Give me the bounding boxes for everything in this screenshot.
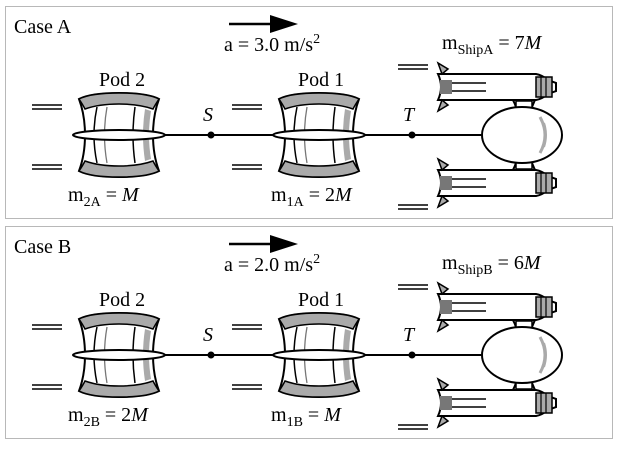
t-label: T [403,104,415,126]
pod-1-mass-label: m1A = 2M [271,184,352,210]
acceleration-arrow-icon [229,15,298,33]
case-a-panel: Case A a = 3.0 m/s2 mShipA = 7M Pod 2 Po… [5,6,613,219]
pod-2-label: Pod 2 [99,69,146,91]
case-b-panel: Case B a = 2.0 m/s2 mShipB = 6M Pod 2 Po… [5,226,613,439]
case-title: Case B [14,236,72,258]
case-b-diagram [31,235,614,430]
s-label: S [203,324,213,346]
acceleration-label: a = 2.0 m/s2 [224,252,321,276]
s-label: S [203,104,213,126]
point-t [408,131,416,139]
case-title: Case A [14,16,72,38]
ship-mass-label: mShipB = 6M [442,252,541,278]
pod-1-mass-label: m1B = M [271,404,341,430]
case-a-diagram [31,15,614,210]
acceleration-arrow-icon [229,235,298,253]
t-label: T [403,324,415,346]
ship-mass-label: mShipA = 7M [442,32,542,58]
pod-2-mass-label: m2B = 2M [68,404,148,430]
pod-2-icon [31,92,166,178]
pod-2-label: Pod 2 [99,289,146,311]
point-s [207,351,215,359]
point-t [408,351,416,359]
acceleration-label: a = 3.0 m/s2 [224,32,321,56]
pod-1-label: Pod 1 [298,289,345,311]
pod-2-icon [31,312,166,398]
pod-1-label: Pod 1 [298,69,345,91]
point-s [207,131,215,139]
pod-2-mass-label: m2A = M [68,184,139,210]
